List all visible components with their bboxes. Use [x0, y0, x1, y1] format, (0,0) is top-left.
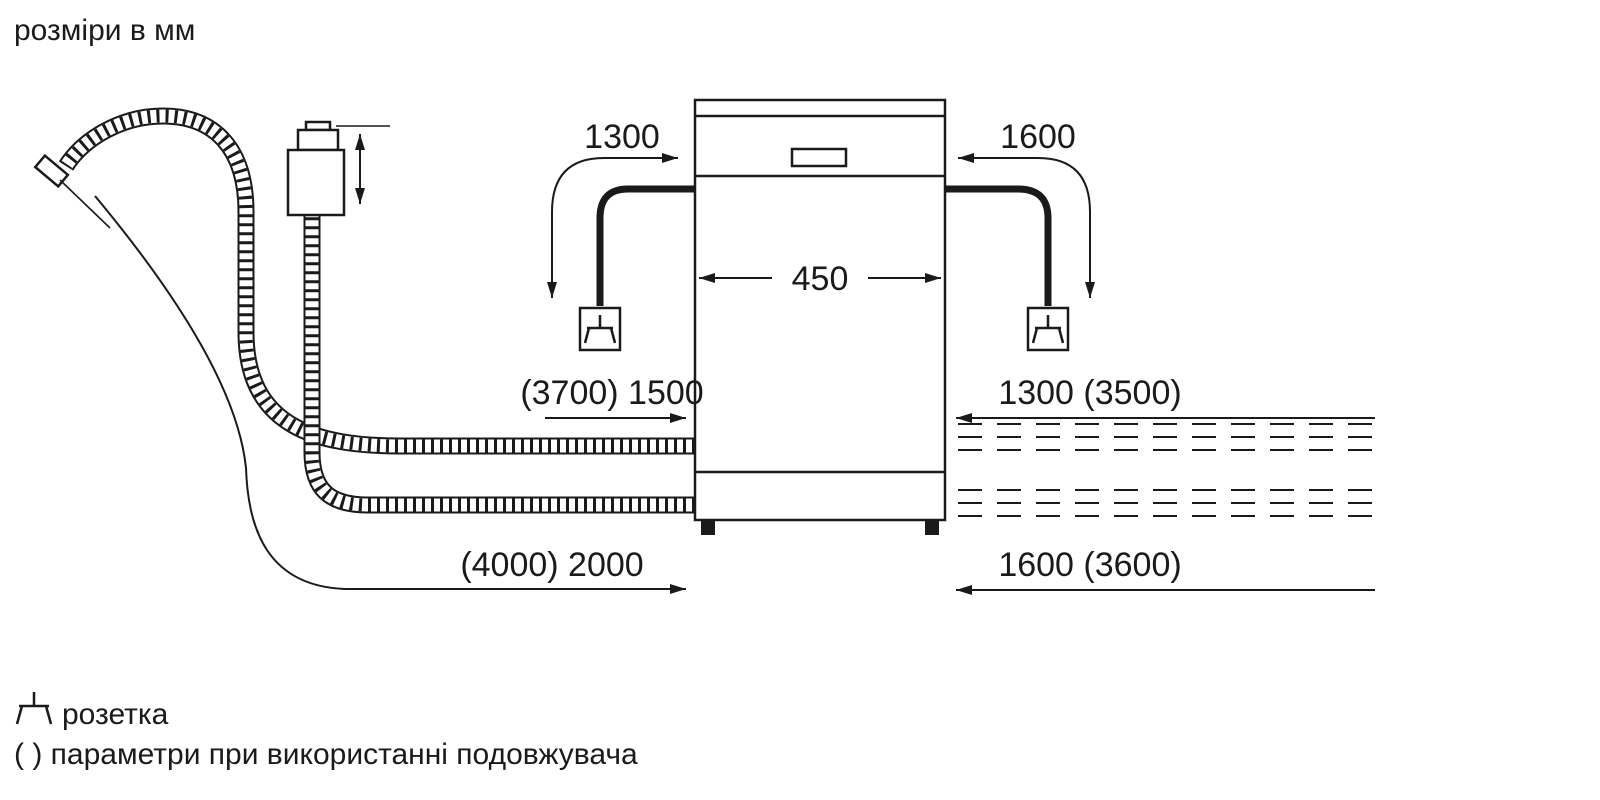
right-power-cable: [945, 185, 1052, 306]
left-cord-dimension: 1300: [547, 118, 678, 298]
extended-hose-dashed-lines: [958, 423, 1375, 517]
left-foot: [701, 520, 715, 535]
control-panel-handle: [790, 147, 848, 168]
drain-hose-fitting: [33, 153, 111, 229]
right-drain-label: 1300 (3500): [998, 374, 1181, 412]
left-drain-label: (3700) 1500: [520, 374, 703, 412]
left-drain-dimension: (3700) 1500: [520, 374, 704, 423]
aquastop-valve: [286, 120, 390, 217]
width-label: 450: [792, 260, 849, 298]
right-cord-label: 1600: [1000, 118, 1076, 156]
socket-legend-label: розетка: [62, 698, 169, 731]
right-foot: [925, 520, 939, 535]
extension-legend-label: ( ) параметри при використанні подовжува…: [14, 738, 638, 771]
drain-fitting-leader-line: [59, 179, 111, 229]
dishwasher: [693, 98, 947, 535]
legend: розетка ( ) параметри при використанні п…: [14, 692, 638, 771]
right-socket-icon: [1026, 306, 1070, 352]
right-inlet-dimension: 1600 (3600): [956, 546, 1375, 595]
left-cord-label: 1300: [584, 118, 660, 156]
left-inlet-label: (4000) 2000: [460, 546, 643, 584]
left-power-cable: [596, 185, 695, 306]
right-drain-dimension: 1300 (3500): [956, 374, 1375, 423]
socket-legend-icon: [15, 692, 53, 725]
right-cord-dimension: 1600: [958, 118, 1095, 298]
inlet-hose: [303, 215, 695, 514]
units-note: розміри в мм: [14, 14, 195, 47]
left-socket-icon: [578, 306, 622, 352]
width-dimension: 450: [699, 260, 941, 298]
left-inlet-dimension: (4000) 2000: [94, 195, 686, 594]
right-inlet-label: 1600 (3600): [998, 546, 1181, 584]
